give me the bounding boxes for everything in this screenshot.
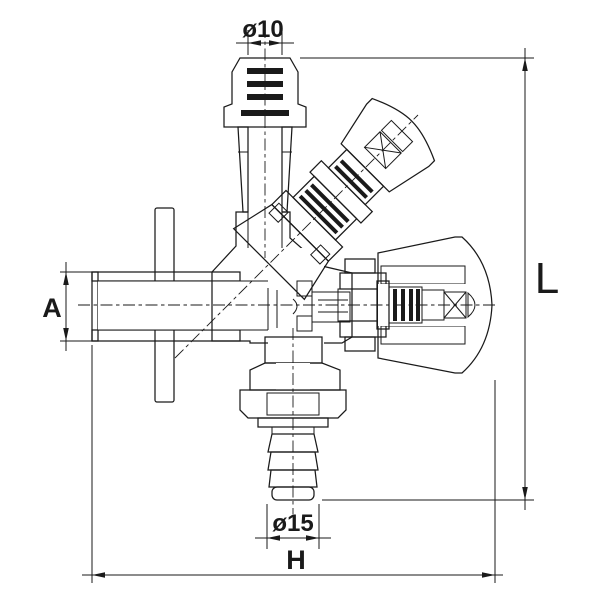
top-connector-shank-left [237,126,249,213]
arrowhead [63,272,69,285]
valve-seat-arc [292,298,298,315]
knob-hollow-bottom [380,325,466,345]
dim-label-top-diameter: ø10 [242,16,283,43]
outlet-tailpiece [266,392,320,416]
dim-overall-height: L [300,48,559,510]
dim-overall-width: H [82,345,503,583]
hose-barb-ring [268,469,318,488]
knob-hollow-top [380,265,466,285]
top-connector-cap [223,57,307,128]
inlet-pipe-top-wall [91,271,241,282]
arrowhead [248,40,261,46]
dim-label-inlet-bore: A [42,293,62,323]
outlet-nut [239,389,347,419]
bonnet-step-bottom [344,336,376,352]
inlet-pipe-bottom-wall [91,329,241,342]
dim-bottom-diameter: ø15 [255,504,331,549]
inlet-pipe-bore [98,281,268,330]
arrowhead [482,572,495,578]
arrowhead [522,487,528,500]
dim-top-diameter: ø10 [236,16,294,55]
inlet-pipe [91,271,268,342]
arrowhead [522,58,528,71]
valve-seal-lower [296,315,313,332]
valve-piston [311,291,351,323]
arrowhead [269,40,282,46]
top-connector-rib [247,81,283,87]
hose-barb-ring [267,451,319,471]
dim-label-bottom-diameter: ø15 [272,510,313,537]
dim-inlet-bore: A [42,262,94,351]
diagonal-seal-lower [310,244,331,265]
hose-barb-ring [267,433,319,453]
diagonal-screw [363,131,402,170]
valve-chamber [268,248,324,348]
diagonal-knob [340,97,436,193]
arrowhead [63,328,69,341]
bonnet-step-top [344,258,376,274]
valve-seal-upper [296,280,313,297]
valve-body [211,211,353,348]
dim-label-overall-height: L [535,254,559,303]
top-connector-rib [241,110,289,116]
diagonal-seal-upper [268,202,289,223]
dim-label-overall-width: H [286,545,306,575]
spindle-cap [467,291,476,319]
inlet-pipe-end-face [91,271,99,342]
top-connector-shank-right [281,126,293,213]
centerline-diagonal [174,114,419,359]
arrowhead [267,535,280,541]
arrowhead [92,572,105,578]
arrowhead [306,535,319,541]
centerlines [78,26,497,514]
